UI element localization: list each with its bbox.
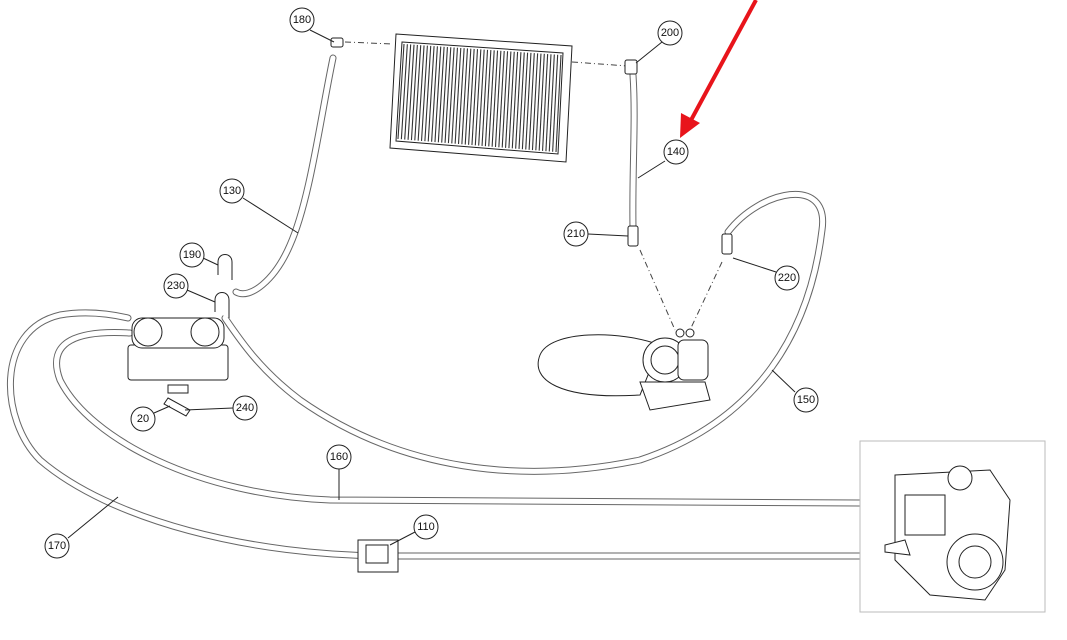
- condenser-fin: [420, 45, 428, 141]
- callout-200[interactable]: 200: [657, 20, 683, 46]
- fitting-230: [214, 292, 230, 318]
- svg-text:150: 150: [797, 394, 815, 406]
- callout-190[interactable]: 190: [179, 242, 205, 268]
- engine[interactable]: [859, 440, 1046, 613]
- svg-text:180: 180: [293, 14, 311, 26]
- condenser-fin: [528, 53, 535, 150]
- svg-text:230: 230: [167, 280, 185, 292]
- condenser-fin: [538, 53, 545, 151]
- callout-160[interactable]: 160: [326, 444, 352, 470]
- condenser-fin: [454, 47, 462, 144]
- condenser-fin: [474, 49, 482, 146]
- condenser-fin: [535, 53, 542, 151]
- svg-text:110: 110: [417, 521, 435, 533]
- condenser-fin: [478, 49, 485, 146]
- callout-220[interactable]: 220: [774, 265, 800, 291]
- callout-140[interactable]: 140: [663, 139, 689, 165]
- callout-230[interactable]: 230: [163, 273, 189, 299]
- compressor[interactable]: [537, 328, 711, 411]
- condenser-fin: [464, 48, 472, 145]
- condenser-fin: [410, 44, 418, 141]
- condenser-fin: [417, 45, 425, 141]
- condenser-fin: [447, 47, 455, 144]
- condenser-fin: [461, 48, 469, 145]
- condenser-fin: [424, 45, 432, 142]
- condenser-fin: [555, 54, 562, 153]
- condenser-fin: [542, 54, 549, 151]
- fitting-210: [627, 225, 639, 247]
- condenser-fin: [444, 47, 452, 143]
- condenser-fin: [397, 43, 405, 140]
- highlight-arrow: [680, 0, 758, 138]
- condenser[interactable]: [389, 33, 573, 163]
- condenser-fin: [515, 52, 522, 149]
- svg-text:200: 200: [661, 27, 679, 39]
- callout-180[interactable]: 180: [289, 7, 315, 33]
- receiver-drier-110[interactable]: [357, 539, 399, 573]
- condenser-fin: [552, 54, 559, 152]
- condenser-fin: [498, 50, 505, 148]
- evaporator-unit[interactable]: [127, 317, 229, 417]
- svg-text:140: 140: [667, 146, 685, 158]
- svg-text:20: 20: [137, 413, 149, 425]
- condenser-fin: [468, 48, 475, 145]
- condenser-fin: [494, 50, 502, 148]
- condenser-fin: [501, 51, 509, 148]
- condenser-fin: [518, 52, 525, 149]
- condenser-fin: [471, 49, 479, 146]
- condenser-fin: [404, 44, 412, 140]
- condenser-fin: [508, 51, 515, 149]
- condenser-fin: [407, 44, 415, 140]
- callout-110[interactable]: 110: [413, 514, 439, 540]
- condenser-fin: [441, 47, 448, 143]
- svg-text:210: 210: [567, 228, 585, 240]
- condenser-fin: [484, 50, 492, 147]
- condenser-fin: [457, 48, 465, 145]
- svg-text:130: 130: [223, 185, 241, 197]
- fitting-220: [721, 233, 733, 255]
- condenser-fin: [545, 54, 552, 152]
- fittings[interactable]: [214, 37, 733, 318]
- hose-150: [221, 190, 827, 475]
- condenser-fin: [431, 46, 438, 142]
- condenser-fin: [488, 50, 495, 147]
- condenser-fin: [525, 52, 532, 150]
- condenser-fin: [505, 51, 512, 148]
- condenser-fin: [521, 52, 529, 150]
- condenser-fin: [531, 53, 539, 151]
- callout-170[interactable]: 170: [44, 533, 70, 559]
- hoses: [6, 54, 864, 560]
- svg-text:170: 170: [48, 540, 66, 552]
- callout-20[interactable]: 20: [130, 406, 156, 432]
- condenser-fin: [427, 46, 435, 142]
- svg-text:240: 240: [236, 402, 254, 414]
- condenser-fin: [548, 54, 555, 152]
- fitting-200: [624, 59, 638, 75]
- fitting-180: [330, 37, 344, 48]
- svg-text:220: 220: [778, 272, 796, 284]
- condenser-fin: [400, 44, 408, 140]
- condenser-fin: [491, 50, 499, 147]
- svg-text:190: 190: [183, 249, 201, 261]
- condenser-fin: [451, 47, 458, 144]
- condenser-fin: [437, 46, 445, 143]
- callout-210[interactable]: 210: [563, 221, 589, 247]
- callout-240[interactable]: 240: [232, 395, 258, 421]
- connection-lines: [344, 41, 723, 331]
- callout-130[interactable]: 130: [219, 178, 245, 204]
- svg-text:160: 160: [330, 451, 348, 463]
- callout-150[interactable]: 150: [793, 387, 819, 413]
- condenser-fin: [481, 49, 489, 146]
- leader-lines: [67, 29, 796, 546]
- condenser-fin: [414, 45, 422, 141]
- condenser-fin: [434, 46, 442, 143]
- fitting-190: [217, 254, 233, 280]
- condenser-fin: [511, 51, 519, 149]
